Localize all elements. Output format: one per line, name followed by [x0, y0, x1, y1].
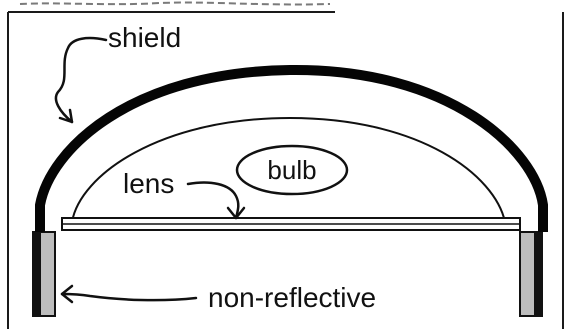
shield-dome [35, 64, 548, 232]
shield-label: shield [108, 22, 181, 53]
shield-arrow [54, 36, 108, 124]
non-reflective-arrow [60, 284, 198, 304]
cropped-caption-remnant [19, 1, 331, 6]
lens-label: lens [123, 168, 174, 199]
lens-plate [61, 217, 521, 231]
lens-arrow [186, 181, 246, 220]
non-reflective-label: non-reflective [208, 282, 376, 313]
left-side-panel [32, 231, 56, 317]
bulb-label: bulb [267, 155, 316, 185]
inner-reflector-dome [71, 116, 506, 223]
right-side-panel [519, 231, 543, 317]
bulb-ellipse [235, 144, 349, 196]
